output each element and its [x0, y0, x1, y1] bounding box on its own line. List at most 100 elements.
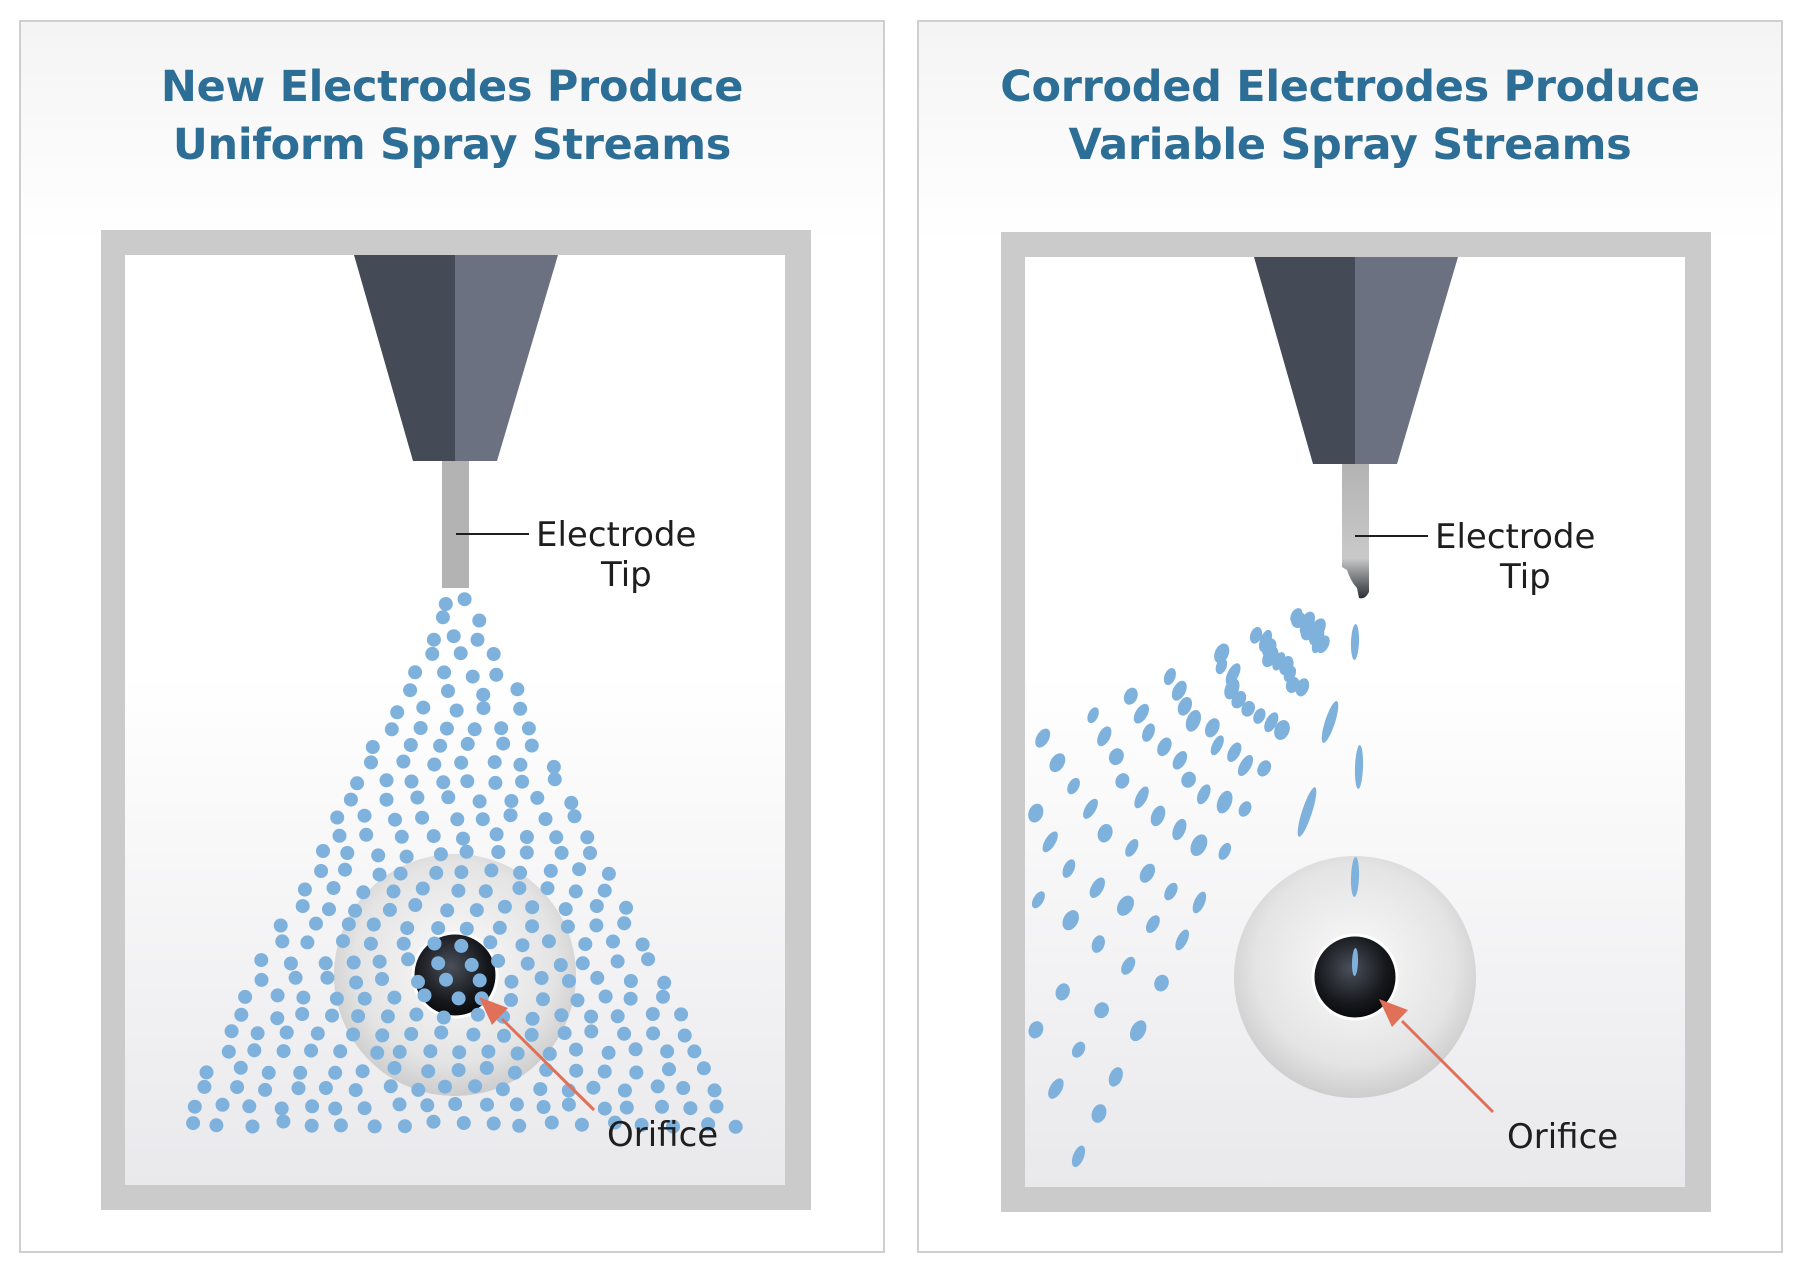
spray-droplet	[513, 865, 528, 880]
spray-droplet	[410, 790, 425, 805]
spray-droplet	[1237, 754, 1254, 777]
spray-droplet	[433, 738, 448, 753]
orifice-arrow	[500, 1017, 596, 1112]
spray-droplet	[597, 1101, 612, 1116]
spray-droplet	[491, 953, 506, 968]
spray-droplet	[650, 1079, 665, 1094]
spray-droplet	[601, 1045, 616, 1060]
spray-droplet	[590, 970, 605, 985]
spray-droplet	[567, 809, 582, 824]
spray-droplet	[325, 1008, 339, 1023]
spray-droplet	[434, 1025, 449, 1040]
spray-droplet	[1108, 1067, 1123, 1087]
spray-droplet	[479, 1061, 494, 1075]
spray-droplet	[274, 1101, 289, 1116]
spray-droplet	[583, 846, 597, 860]
spray-droplet	[401, 952, 416, 967]
spray-droplet	[420, 1098, 435, 1113]
spray-droplet	[270, 1011, 285, 1026]
spray-droplet	[1264, 712, 1279, 733]
spray-droplet	[1049, 753, 1066, 773]
spray-droplet	[283, 956, 298, 971]
spray-droplet	[1091, 1104, 1107, 1123]
orifice-arrow	[1400, 1019, 1495, 1114]
spray-droplet	[570, 993, 585, 1008]
spray-droplet	[330, 810, 345, 825]
electrode-label-line-2: Tip	[1499, 557, 1551, 597]
panel-title: New Electrodes Produce Uniform Spray Str…	[21, 58, 883, 174]
spray-droplet	[495, 1082, 510, 1097]
spray-droplet	[1257, 760, 1272, 777]
spray-droplet	[300, 935, 315, 950]
spray-droplet	[437, 665, 452, 680]
spray-droplet	[332, 828, 347, 843]
spray-droplet	[560, 919, 575, 934]
spray-droplet	[187, 1099, 202, 1114]
spray-droplet	[234, 1007, 249, 1022]
spray-droplet	[504, 794, 519, 808]
spray-droplet	[666, 1119, 680, 1134]
spray-droplet	[1150, 805, 1166, 827]
spray-droplet	[1351, 948, 1359, 976]
spray-droplet	[561, 1097, 576, 1112]
spray-droplet	[288, 970, 303, 985]
spray-droplet	[314, 864, 329, 878]
spray-droplet	[662, 1062, 676, 1077]
spray-droplet	[297, 882, 312, 897]
spray-droplet	[460, 774, 475, 789]
spray-droplet	[629, 1065, 644, 1080]
spray-droplet	[1154, 974, 1169, 992]
orifice-hole	[1311, 933, 1399, 1021]
spray-droplet	[674, 1007, 689, 1022]
spray-droplet	[569, 1063, 584, 1078]
spray-droplet	[472, 973, 487, 988]
spray-droplet	[448, 1097, 463, 1111]
spray-droplet	[533, 1082, 548, 1097]
orifice-label: Orifice	[607, 1115, 718, 1155]
spray-droplet	[619, 900, 634, 915]
spray-droplet	[366, 917, 381, 932]
spray-droplet	[608, 1115, 622, 1130]
spray-droplet	[384, 722, 399, 737]
spray-droplet	[1354, 745, 1364, 789]
spray-droplet	[425, 646, 440, 661]
spray-droplet	[1350, 857, 1360, 897]
spray-droplet	[1031, 891, 1045, 909]
spray-droplet	[512, 1118, 527, 1133]
spray-droplet	[676, 1081, 691, 1095]
spray-droplet	[383, 1079, 398, 1094]
spray-droplet	[1028, 803, 1044, 823]
spray-droplet	[408, 665, 423, 680]
spray-droplet	[1227, 742, 1242, 762]
spray-droplet	[504, 993, 518, 1007]
spray-droplet	[483, 935, 498, 950]
spray-droplet	[1042, 831, 1058, 853]
spray-droplet	[1171, 680, 1187, 701]
spray-droplet	[497, 1028, 511, 1043]
spray-droplet	[543, 863, 558, 878]
spray-droplet	[343, 792, 358, 807]
spray-droplet	[197, 1079, 212, 1094]
spray-droplet	[338, 862, 352, 877]
spray-droplet	[683, 1101, 698, 1116]
spray-droplet	[1139, 863, 1156, 883]
spray-droplet	[568, 884, 583, 899]
spray-droplet	[431, 921, 446, 936]
spray-droplet	[486, 1116, 501, 1131]
spray-droplet	[1115, 773, 1130, 789]
spray-droplet	[1129, 1020, 1147, 1042]
spray-droplet	[610, 954, 625, 969]
spray-droplet	[606, 934, 620, 949]
spray-droplet	[355, 1064, 370, 1079]
spray-droplet	[701, 1117, 716, 1132]
spray-droplet	[1125, 839, 1139, 857]
spray-droplet	[617, 1026, 632, 1041]
spray-droplet	[635, 937, 650, 952]
electrode-body-dark	[354, 255, 455, 461]
spray-droplet	[279, 1025, 294, 1040]
spray-droplet	[515, 938, 530, 953]
spray-droplet	[245, 1119, 260, 1134]
spray-droplet	[438, 1079, 452, 1094]
spray-droplets	[1028, 608, 1364, 1168]
spray-droplet	[553, 958, 568, 972]
